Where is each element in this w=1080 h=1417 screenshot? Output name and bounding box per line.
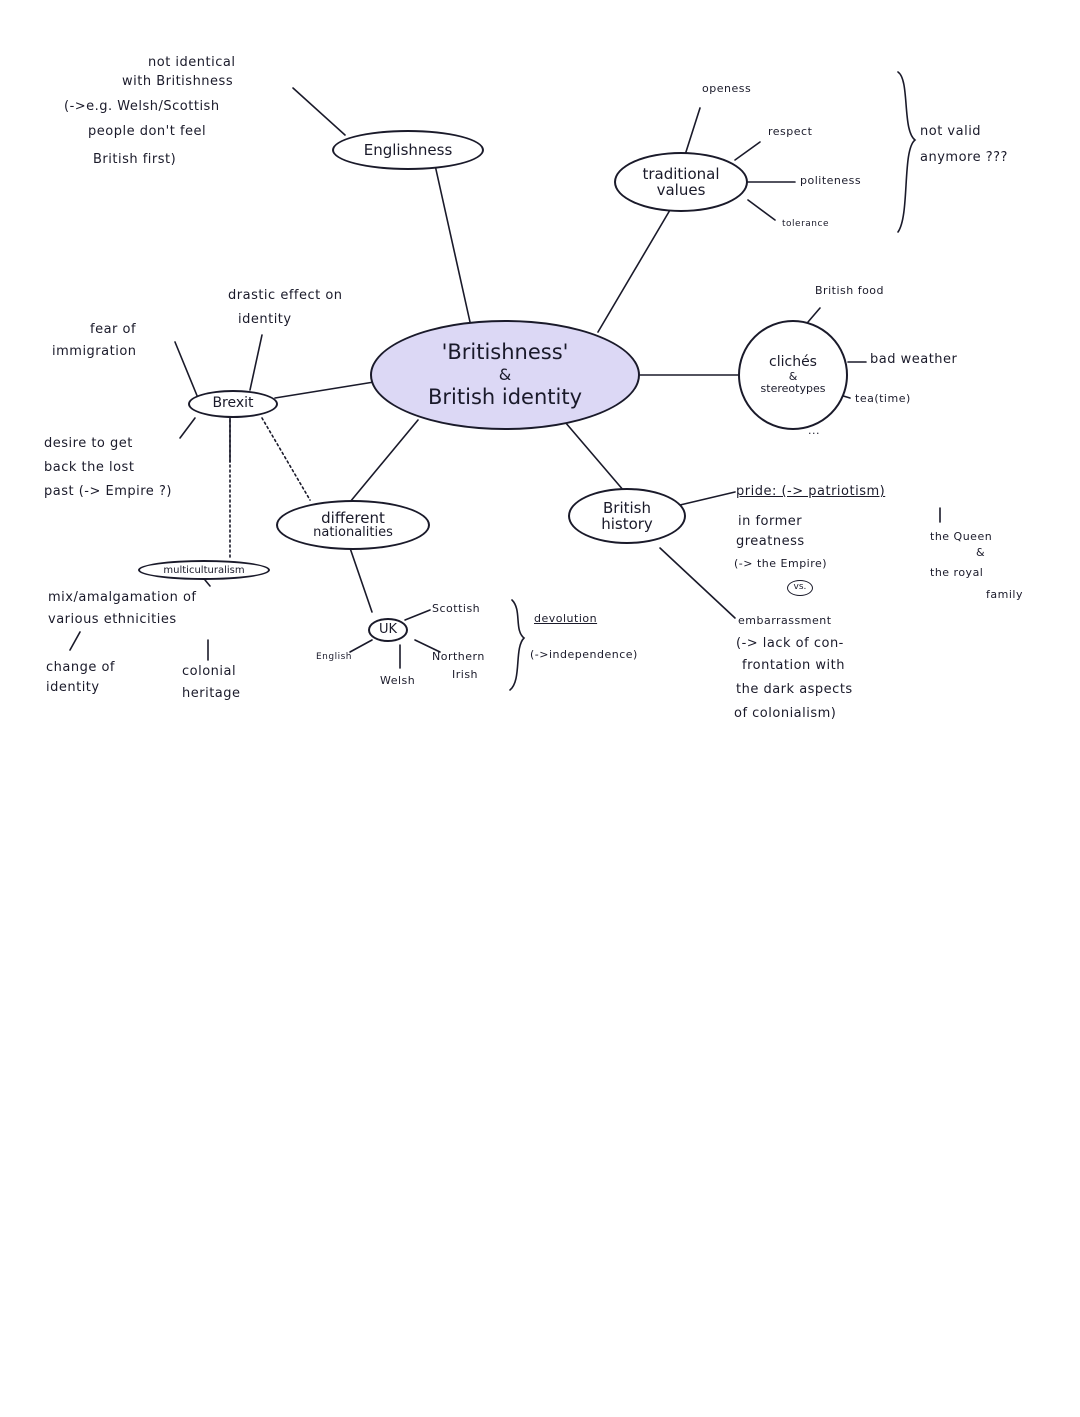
brexit-fear-1: fear of (90, 322, 137, 337)
history-former-2: greatness (736, 534, 805, 549)
englishness-note-2: with Britishness (122, 74, 234, 89)
englishness-note-5: British first) (93, 152, 177, 167)
independence-label: (->independence) (530, 648, 638, 661)
nationality-english: English (316, 652, 352, 662)
brexit-drastic-1: drastic effect on (228, 288, 343, 303)
cliche-teatime: tea(time) (855, 392, 911, 405)
uk-node: UK (368, 618, 408, 642)
nationality-welsh: Welsh (380, 674, 416, 687)
history-embarrassment-4: the dark aspects (736, 682, 853, 697)
englishness-note-3: (->e.g. Welsh/Scottish (64, 99, 220, 114)
value-respect: respect (768, 125, 813, 138)
englishness-node: Englishness (332, 130, 484, 170)
history-embarrassment-3: frontation with (742, 658, 846, 673)
versus-node: vs. (787, 580, 813, 596)
nationalities-label-1: different (321, 508, 385, 527)
uk-label: UK (378, 621, 398, 637)
value-politeness: politeness (800, 174, 862, 187)
englishness-note-4: people don't feel (88, 124, 207, 139)
cliches-label-3: stereotypes (760, 381, 826, 395)
multicultural-mix-1: mix/amalgamation of (48, 590, 197, 605)
brexit-node: Brexit (188, 390, 278, 418)
devolution-label: devolution (534, 612, 598, 625)
history-queen-3: the royal (930, 566, 984, 579)
history-pride: pride: (-> patriotism) (736, 484, 886, 499)
central-topic-node: 'Britishness' & British identity (370, 320, 640, 430)
versus-label: vs. (793, 582, 807, 593)
nationality-northern-1: Northern (432, 650, 485, 663)
british-history-node: British history (568, 488, 686, 544)
cliches-label-2: & (788, 369, 798, 383)
multiculturalism-label: multiculturalism (163, 564, 245, 576)
history-embarrassment-1: embarrassment (738, 614, 832, 627)
cliches-node: clichés & stereotypes (738, 320, 848, 430)
brexit-desire-1: desire to get (44, 436, 133, 451)
different-nationalities-node: different nationalities (276, 500, 430, 550)
not-valid-note-1: not valid (920, 124, 982, 139)
englishness-label: Englishness (363, 140, 453, 159)
value-tolerance: tolerance (782, 219, 829, 229)
cliche-british-food: British food (815, 284, 885, 297)
traditional-values-label-1: traditional (642, 164, 720, 183)
cliche-more: ... (808, 424, 820, 437)
traditional-values-label-2: values (656, 181, 706, 199)
traditional-values-node: traditional values (614, 152, 748, 212)
history-label-2: history (601, 515, 653, 533)
history-former-3: (-> the Empire) (734, 557, 828, 570)
history-embarrassment-5: of colonialism) (734, 706, 837, 721)
cliche-bad-weather: bad weather (870, 352, 958, 367)
multicultural-change-1: change of (46, 660, 116, 675)
history-label-1: British (603, 498, 651, 517)
multicultural-change-2: identity (46, 680, 100, 695)
brexit-desire-2: back the lost (44, 460, 135, 475)
brexit-desire-3: past (-> Empire ?) (44, 484, 172, 499)
multiculturalism-node: multiculturalism (138, 560, 270, 580)
multicultural-colonial-1: colonial (182, 664, 237, 679)
not-valid-note-2: anymore ??? (920, 150, 1008, 165)
central-topic-subtitle: British identity (428, 384, 582, 409)
history-queen-4: family (986, 588, 1023, 601)
history-former-1: in former (738, 514, 803, 529)
brexit-fear-2: immigration (52, 344, 137, 359)
history-embarrassment-2: (-> lack of con- (736, 636, 844, 651)
history-queen-1: the Queen (930, 530, 993, 543)
nationality-northern-2: Irish (452, 668, 479, 681)
central-topic-title: 'Britishness' (441, 340, 569, 365)
nationality-scottish: Scottish (432, 602, 481, 615)
nationalities-label-2: nationalities (313, 525, 393, 541)
multicultural-mix-2: various ethnicities (48, 612, 177, 627)
englishness-note-1: not identical (148, 55, 236, 70)
multicultural-colonial-2: heritage (182, 686, 241, 701)
cliches-label-1: clichés (769, 354, 817, 371)
central-topic-ampersand: & (498, 365, 512, 385)
brexit-drastic-2: identity (238, 312, 292, 327)
history-queen-2: & (976, 546, 986, 559)
value-openess: openess (702, 82, 752, 95)
brexit-label: Brexit (212, 395, 254, 412)
